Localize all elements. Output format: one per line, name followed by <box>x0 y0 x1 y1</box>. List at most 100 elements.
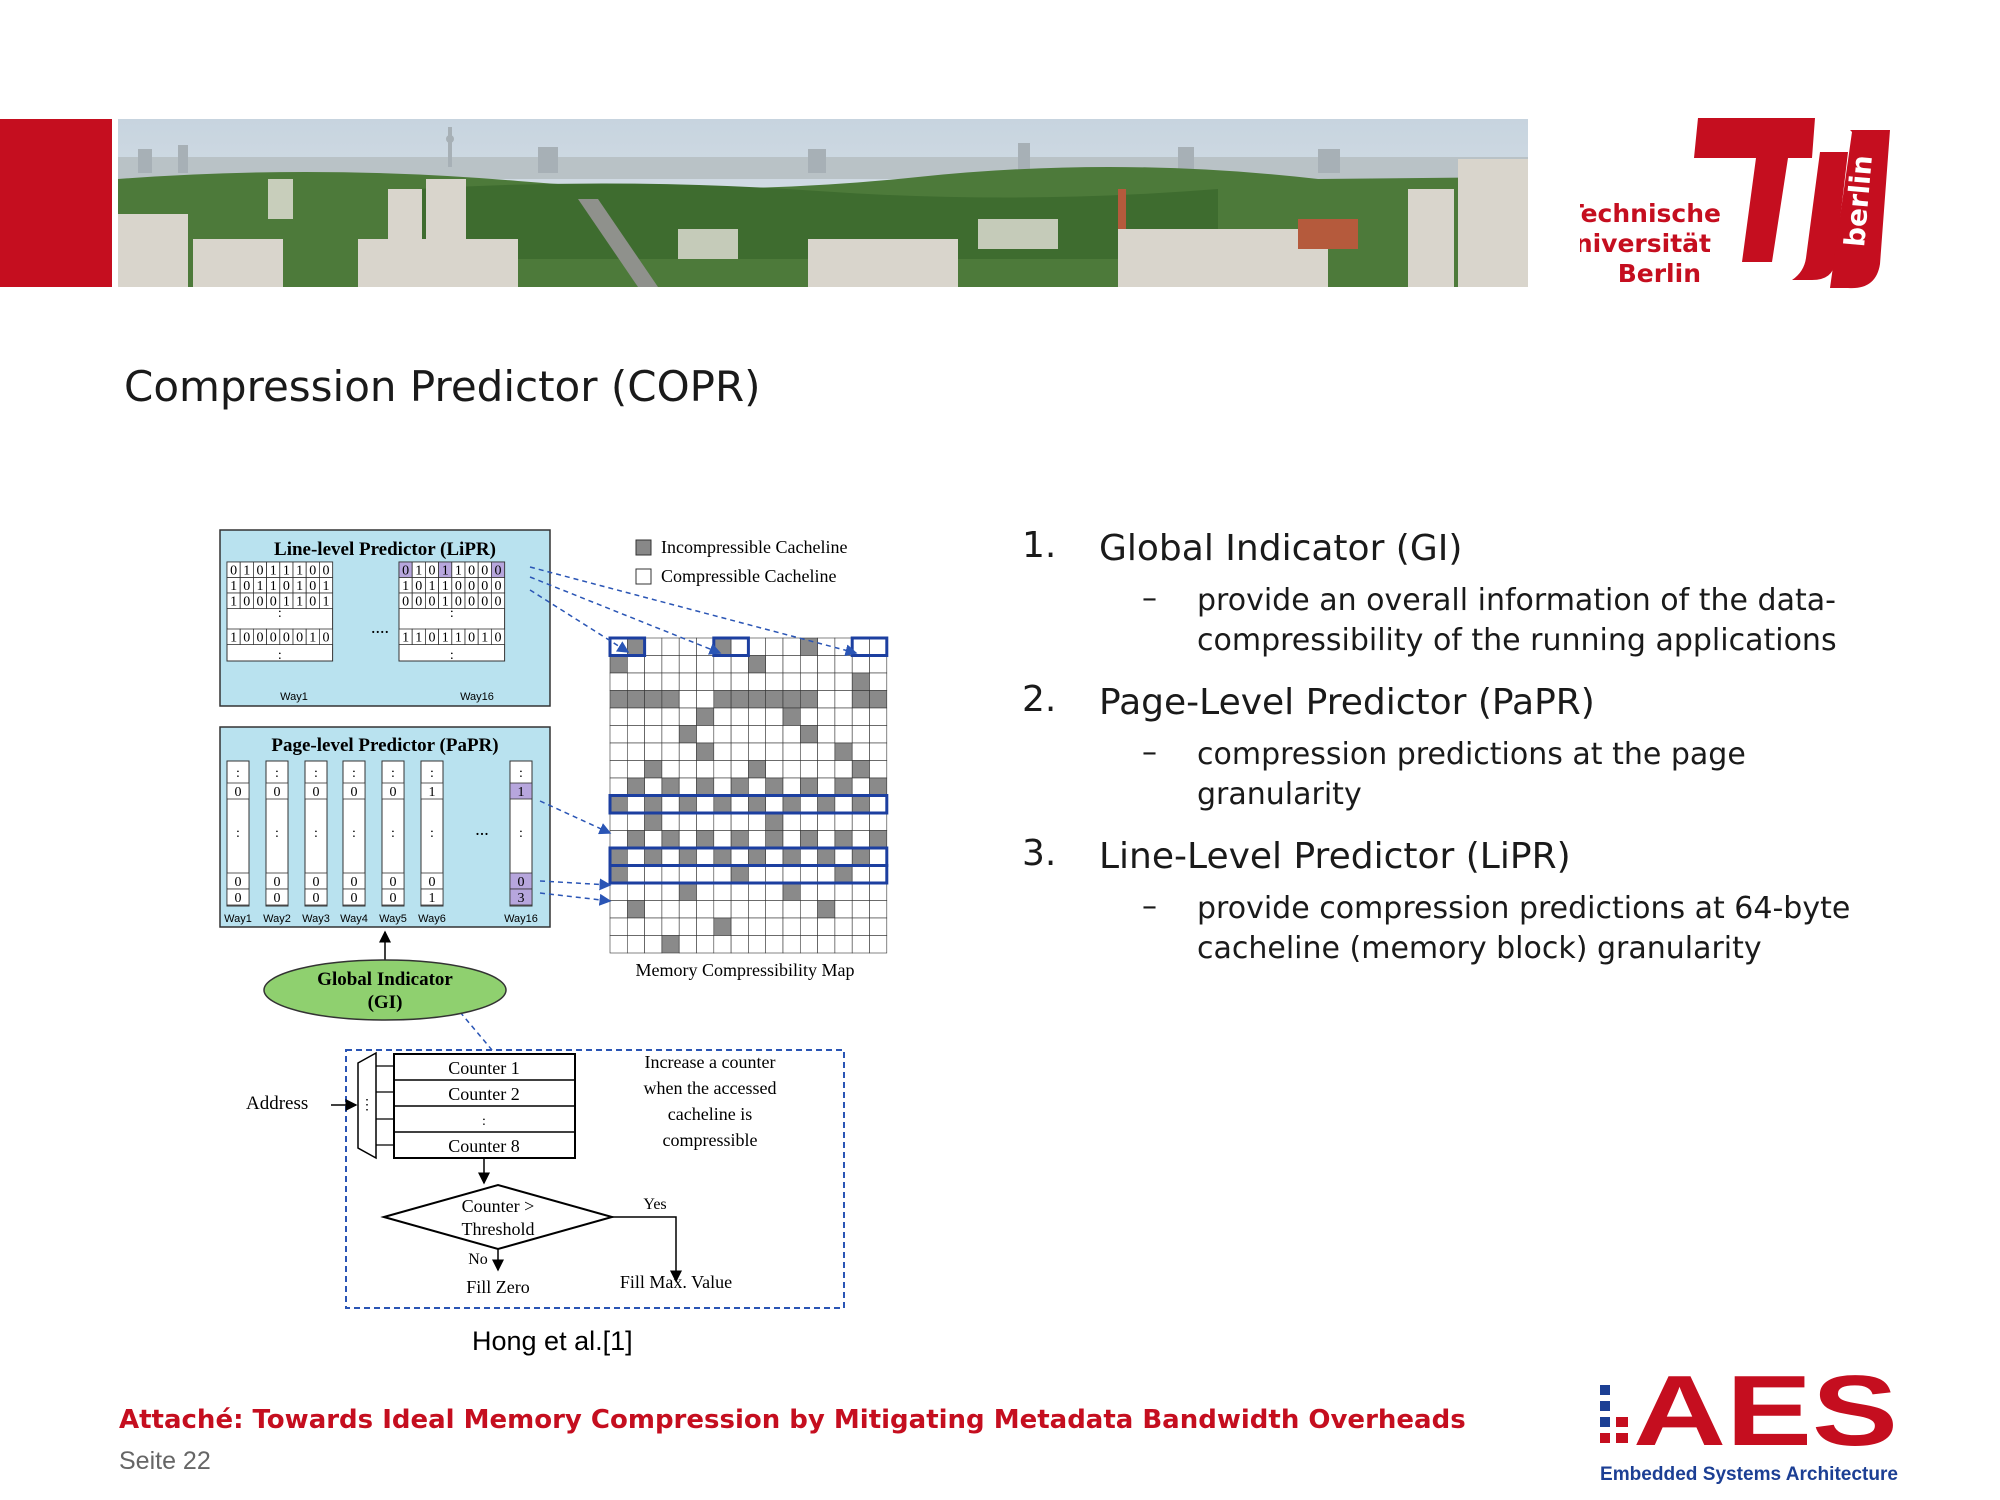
lipr-bit: 1 <box>455 564 462 579</box>
gi-line1: Global Indicator <box>317 969 453 990</box>
gi-line2: (GI) <box>368 992 403 1013</box>
lipr-bit: 0 <box>309 564 316 579</box>
svg-text::: : <box>275 766 279 781</box>
counter-note-4: compressible <box>663 1130 758 1150</box>
papr-value: 0 <box>235 891 242 906</box>
papr-value: 0 <box>390 875 397 890</box>
lipr-bit: 1 <box>270 564 277 579</box>
lipr-bit: 0 <box>243 579 250 594</box>
dash-marker: – <box>1142 889 1157 924</box>
lipr-bit: 0 <box>296 631 303 646</box>
papr-way-label: Way16 <box>504 913 538 925</box>
papr-value: 3 <box>518 891 525 906</box>
lipr-bit: 0 <box>243 595 250 610</box>
bullet-sub-line: cacheline (memory block) granularity <box>1197 931 1762 966</box>
lipr-bit: 0 <box>257 564 264 579</box>
footer-paper-title: Attaché: Towards Ideal Memory Compressio… <box>119 1405 1466 1435</box>
decision-line2: Threshold <box>462 1219 535 1239</box>
lipr-bit: 1 <box>309 631 316 646</box>
lipr-bit: 0 <box>309 595 316 610</box>
bullet-sub-line: compressibility of the running applicati… <box>1197 623 1837 658</box>
papr-way-label: Way2 <box>263 913 291 925</box>
lipr-cell <box>490 628 505 645</box>
lipr-bit: 0 <box>323 564 330 579</box>
lipr-bit: 1 <box>323 595 330 610</box>
lipr-cell <box>319 592 334 609</box>
bullet-number: 2. <box>1022 679 1057 720</box>
papr-value: 0 <box>274 891 281 906</box>
lipr-bit: 0 <box>455 579 462 594</box>
svg-text::: : <box>391 766 395 781</box>
lipr-bit: 1 <box>442 631 449 646</box>
lipr-bit: 1 <box>257 579 264 594</box>
counter-region <box>345 1049 845 1309</box>
dash-marker: – <box>1142 581 1157 616</box>
lipr-bit: 1 <box>230 595 237 610</box>
lipr-way16-label: Way16 <box>460 691 494 703</box>
counter-2: Counter 2 <box>448 1084 520 1104</box>
global-indicator-node <box>263 959 507 1021</box>
address-label: Address <box>246 1093 308 1114</box>
tu-berlin-logo: berlin Technische Universität Berlin <box>1555 112 1900 292</box>
lipr-bit: 1 <box>442 595 449 610</box>
threshold-decision <box>380 1183 616 1251</box>
lipr-cell <box>319 628 334 645</box>
papr-value: 0 <box>313 785 320 800</box>
lipr-bit: 0 <box>429 595 436 610</box>
bullet-sub-line: provide compression predictions at 64-by… <box>1197 891 1851 926</box>
lipr-bit: 0 <box>243 631 250 646</box>
counter-8: Counter 8 <box>448 1136 520 1156</box>
lipr-bit: 0 <box>309 579 316 594</box>
lipr-bit: 1 <box>481 631 488 646</box>
counter-note-1: Increase a counter <box>645 1052 776 1072</box>
lipr-bit: 1 <box>415 564 422 579</box>
lipr-bit: 0 <box>481 564 488 579</box>
header-banner-image <box>118 119 1528 287</box>
memory-compressibility-map <box>608 636 889 954</box>
lipr-bit: 0 <box>283 579 290 594</box>
svg-text::: : <box>352 766 356 781</box>
counter-note-3: cacheline is <box>668 1104 752 1124</box>
papr-value: 0 <box>235 875 242 890</box>
logo-text-line2: Universität <box>1580 229 1711 258</box>
bullet-item-line-level-predictor: 3. Line-Level Predictor (LiPR) – provide… <box>1022 833 1962 969</box>
svg-text::: : <box>314 826 318 841</box>
papr-columns: :0:00Way1:0:00Way2:0:00Way3:0:00Way4:0:0… <box>224 760 538 925</box>
papr-value: 0 <box>313 875 320 890</box>
lipr-bit: 0 <box>455 595 462 610</box>
lipr-bit: 0 <box>402 564 409 579</box>
svg-text::: : <box>278 648 282 663</box>
svg-text::: : <box>430 826 434 841</box>
papr-way-label: Way6 <box>418 913 446 925</box>
legend-incompressible: Incompressible Cacheline <box>661 537 847 557</box>
svg-text::: : <box>391 826 395 841</box>
papr-way-label: Way4 <box>340 913 368 925</box>
lipr-bit: 0 <box>270 595 277 610</box>
lipr-bit: 0 <box>495 579 502 594</box>
lipr-bit: 1 <box>323 579 330 594</box>
bullet-sub-item: – provide an overall information of the … <box>1142 581 1962 661</box>
aes-logo: AES Embedded Systems Architecture <box>1595 1355 1905 1490</box>
memory-map-label: Memory Compressibility Map <box>636 960 855 980</box>
svg-text::: : <box>450 606 454 621</box>
lipr-bit: 0 <box>429 631 436 646</box>
lipr-bit: 0 <box>468 631 475 646</box>
bullet-number: 3. <box>1022 833 1057 874</box>
papr-value: 1 <box>429 891 436 906</box>
papr-way-label: Way5 <box>379 913 407 925</box>
papr-value: 1 <box>518 785 525 800</box>
lipr-bit: 1 <box>402 579 409 594</box>
lipr-bit: 0 <box>230 564 237 579</box>
lipr-bit: 0 <box>468 564 475 579</box>
bullet-list: 1. Global Indicator (GI) – provide an ov… <box>1022 525 1962 987</box>
svg-text::: : <box>519 766 523 781</box>
papr-way-label: Way3 <box>302 913 330 925</box>
counter-1: Counter 1 <box>448 1058 520 1078</box>
lipr-cell <box>490 592 505 609</box>
aes-text: AES <box>1633 1365 1898 1467</box>
lipr-bit: 1 <box>230 579 237 594</box>
dash-marker: – <box>1142 735 1157 770</box>
fill-zero-label: Fill Zero <box>466 1277 530 1297</box>
lipr-bit: 1 <box>402 631 409 646</box>
